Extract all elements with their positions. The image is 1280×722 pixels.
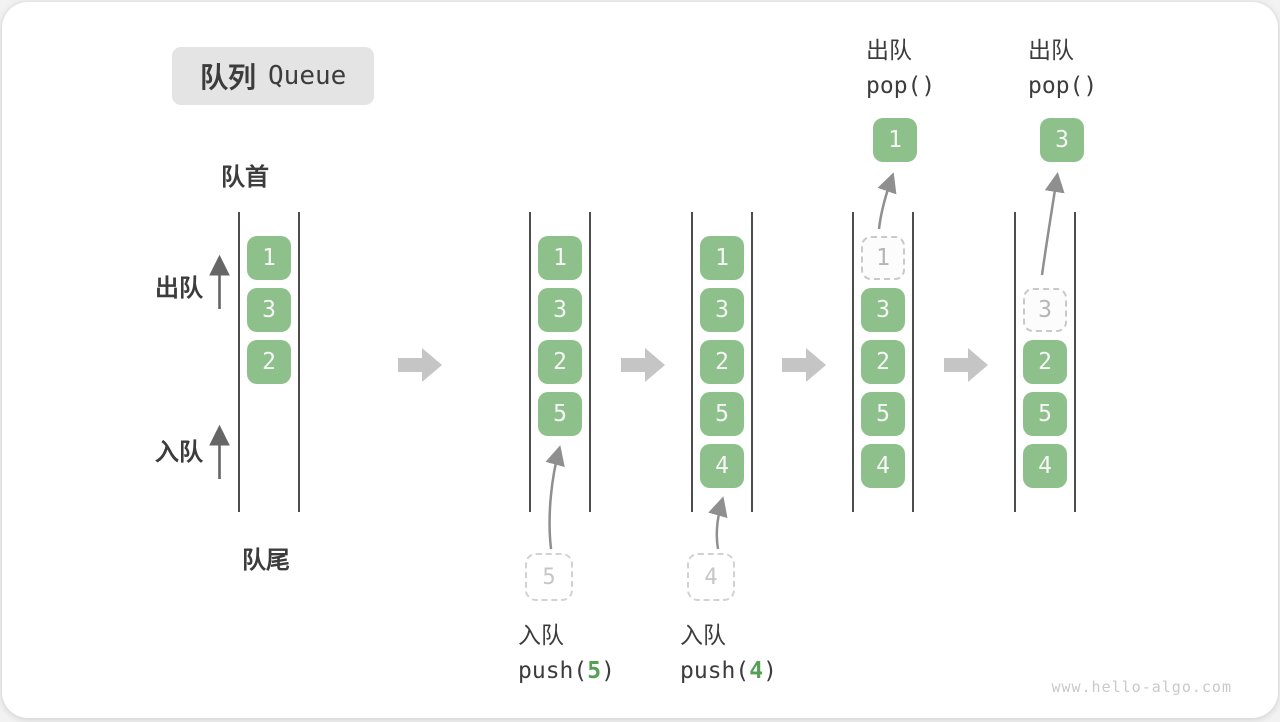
push-op-cn: 入队 xyxy=(518,617,615,653)
queue-cell: 4 xyxy=(1023,444,1067,488)
enqueue-arrow-push4 xyxy=(717,501,722,549)
push-arg: 5 xyxy=(587,658,601,684)
queue-cell-removed: 3 xyxy=(1023,288,1067,332)
queue-wall-left xyxy=(691,212,693,512)
queue-cell: 2 xyxy=(1023,340,1067,384)
queue-wall-right xyxy=(298,212,300,512)
popped-cell: 1 xyxy=(873,118,917,162)
queue-cell: 3 xyxy=(538,288,582,332)
queue-cell: 1 xyxy=(700,236,744,280)
dequeue-arrow-pop1 xyxy=(879,177,892,229)
watermark: www.hello-algo.com xyxy=(1051,678,1232,696)
push-arg: 4 xyxy=(749,658,763,684)
dequeue-side-label: 出队 xyxy=(155,268,203,303)
queue-cell: 1 xyxy=(247,236,291,280)
title-box: 队列 Queue xyxy=(172,47,374,105)
queue-cell: 5 xyxy=(538,392,582,436)
dequeue-arrow-pop3 xyxy=(1042,177,1057,275)
title-en: Queue xyxy=(268,61,346,91)
queue-cell: 5 xyxy=(861,392,905,436)
state-transition-arrow-icon-1 xyxy=(398,348,442,382)
queue-wall-right xyxy=(1074,212,1076,512)
queue-cell: 5 xyxy=(700,392,744,436)
queue-cell: 1 xyxy=(538,236,582,280)
rear-label: 队尾 xyxy=(242,540,290,575)
queue-cell: 2 xyxy=(247,340,291,384)
queue-wall-left xyxy=(1014,212,1016,512)
queue-cell: 3 xyxy=(700,288,744,332)
push-op-code: push(4) xyxy=(680,653,777,689)
staged-cell: 4 xyxy=(687,553,735,601)
queue-cell: 2 xyxy=(700,340,744,384)
staged-cell: 5 xyxy=(525,553,573,601)
queue-cell-removed: 1 xyxy=(861,236,905,280)
enqueue-side-label: 入队 xyxy=(155,432,203,467)
queue-cell: 3 xyxy=(247,288,291,332)
queue-wall-right xyxy=(751,212,753,512)
state-transition-arrow-icon-4 xyxy=(944,348,988,382)
state-transition-arrow-icon-2 xyxy=(621,348,665,382)
queue-cell: 2 xyxy=(538,340,582,384)
queue-cell: 4 xyxy=(700,444,744,488)
queue-cell: 4 xyxy=(861,444,905,488)
push-op-code: push(5) xyxy=(518,653,615,689)
queue-wall-right xyxy=(589,212,591,512)
enqueue-arrow-push5 xyxy=(550,450,559,549)
queue-cell: 2 xyxy=(861,340,905,384)
queue-cell: 3 xyxy=(861,288,905,332)
front-label: 队首 xyxy=(221,157,269,192)
queue-wall-right xyxy=(912,212,914,512)
queue-wall-left xyxy=(529,212,531,512)
pop-op-cn: 出队 xyxy=(866,32,935,68)
pop-op-code: pop() xyxy=(866,68,935,104)
queue-wall-left xyxy=(238,212,240,512)
pop-op-code: pop() xyxy=(1028,68,1097,104)
popped-cell: 3 xyxy=(1040,118,1084,162)
state-transition-arrow-icon-3 xyxy=(782,348,826,382)
pop-op-cn: 出队 xyxy=(1028,32,1097,68)
queue-cell: 5 xyxy=(1023,392,1067,436)
push-op-cn: 入队 xyxy=(680,617,777,653)
queue-wall-left xyxy=(852,212,854,512)
title-zh: 队列 xyxy=(200,56,256,96)
